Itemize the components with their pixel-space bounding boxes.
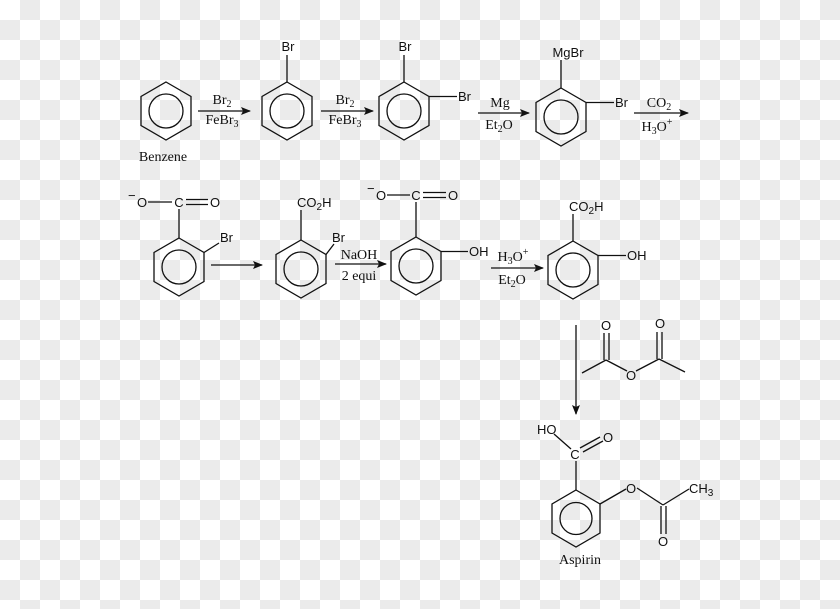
reaction-step-7: H3O+ Et2O xyxy=(491,247,544,290)
benzene-molecule: Benzene xyxy=(139,81,192,165)
br-label: Br xyxy=(220,230,234,245)
ho-label: HO xyxy=(537,422,557,437)
reaction-step-6: NaOH 2 equi xyxy=(335,248,387,284)
salicylic-acid-molecule: CO2H OH xyxy=(547,199,647,300)
c-label: C xyxy=(570,447,579,462)
c-o-double-bond xyxy=(582,440,604,453)
aromatic-circle xyxy=(161,249,197,285)
aromatic-circle xyxy=(283,251,319,287)
grignard-molecule: MgBr Br xyxy=(535,45,629,147)
o-label: O xyxy=(626,481,636,496)
aromatic-circle xyxy=(269,93,305,129)
reagent-bottom: FeBr3 xyxy=(329,113,362,130)
reagent-bottom: FeBr3 xyxy=(206,113,239,130)
reagent-bottom: Et2O xyxy=(485,118,513,135)
bromobenzoate-molecule: − O C O Br xyxy=(128,188,234,297)
oh-label: OH xyxy=(627,248,647,263)
reaction-step-3: Mg Et2O xyxy=(478,96,530,135)
bromobenzoic-acid-molecule: CO2H Br xyxy=(275,195,346,299)
reagent-top: Br2 xyxy=(213,93,232,110)
ch3-label: CH3 xyxy=(689,481,714,499)
reaction-step-2: Br2 FeBr3 xyxy=(321,93,374,130)
o-c-bond xyxy=(636,487,664,506)
c-o-bond xyxy=(599,488,627,505)
aromatic-circle xyxy=(386,93,422,129)
benzene-ring xyxy=(261,81,313,141)
aromatic-circle xyxy=(398,248,434,284)
c-label: C xyxy=(174,195,183,210)
c-oh-bond xyxy=(553,433,572,450)
o-label: O xyxy=(448,188,458,203)
br-label: Br xyxy=(332,230,346,245)
aromatic-circle xyxy=(559,501,593,536)
o-label: O xyxy=(626,368,636,383)
aromatic-circle xyxy=(543,99,579,135)
salicylate-molecule: − O C O OH xyxy=(367,181,489,296)
c-ch3-bond xyxy=(658,358,686,373)
br-label: Br xyxy=(615,95,629,110)
c-br-bond xyxy=(325,243,335,255)
benzene-ring xyxy=(140,81,192,141)
mgbr-label: MgBr xyxy=(552,45,584,60)
minus-sign: − xyxy=(128,188,136,203)
c-label: C xyxy=(411,188,420,203)
o-label: O xyxy=(603,430,613,445)
reagent-top: Br2 xyxy=(336,93,355,110)
dibromobenzene-molecule: Br Br xyxy=(378,39,472,141)
o-label: O xyxy=(658,534,668,549)
aromatic-circle xyxy=(148,93,184,129)
reaction-step-1: Br2 FeBr3 xyxy=(198,93,251,130)
c-o-double-bond xyxy=(579,436,601,449)
reagent-top: Mg xyxy=(490,96,509,111)
co2h-label: CO2H xyxy=(569,199,603,217)
reagent-bottom: H3O+ xyxy=(642,117,673,137)
co2h-label: CO2H xyxy=(297,195,331,213)
aromatic-circle xyxy=(555,252,591,288)
o-label: O xyxy=(601,318,611,333)
reaction-step-4: CO2 H3O+ xyxy=(634,96,689,137)
c-o-bond xyxy=(605,359,628,372)
o-label: O xyxy=(655,316,665,331)
aspirin-molecule: C HO O O O CH3 Aspirin xyxy=(537,422,714,568)
reagent-bottom: Et2O xyxy=(498,273,526,290)
o-label: O xyxy=(210,195,220,210)
oh-label: OH xyxy=(469,244,489,259)
ch3-c-bond xyxy=(581,359,607,374)
minus-sign: − xyxy=(367,181,375,196)
o-c-bond xyxy=(635,358,660,372)
c-ch3-bond xyxy=(662,488,690,506)
benzene-label: Benzene xyxy=(139,150,187,165)
br-label: Br xyxy=(458,89,472,104)
acetic-anhydride-molecule: O O O xyxy=(581,316,686,383)
o-label: O xyxy=(376,188,386,203)
reagent-top: H3O+ xyxy=(498,247,529,267)
bromobenzene-molecule: Br xyxy=(261,39,313,141)
br-label: Br xyxy=(399,39,413,54)
c-br-bond xyxy=(203,242,220,254)
br-label: Br xyxy=(282,39,296,54)
reagent-top: NaOH xyxy=(341,248,378,263)
reagent-top: CO2 xyxy=(647,96,671,113)
reagent-bottom: 2 equi xyxy=(342,269,377,284)
aspirin-label: Aspirin xyxy=(559,553,601,568)
o-label: O xyxy=(137,195,147,210)
